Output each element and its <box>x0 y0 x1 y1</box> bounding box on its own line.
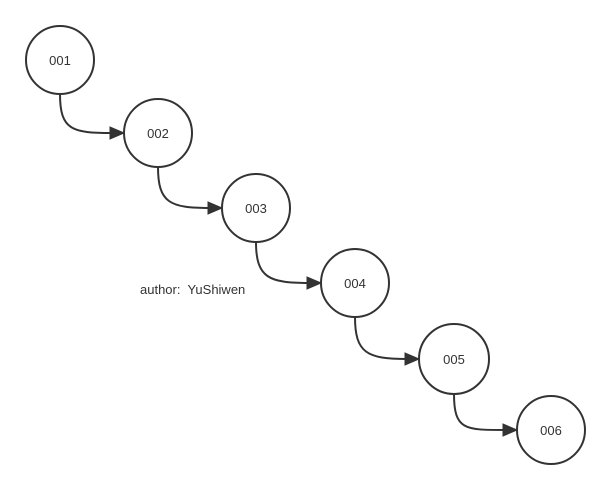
node-label: 001 <box>49 53 71 68</box>
node-label: 002 <box>147 126 169 141</box>
edge-line <box>255 241 310 284</box>
node-label: 003 <box>245 201 267 216</box>
node-label: 006 <box>540 423 562 438</box>
edge-002-to-003 <box>157 166 224 215</box>
edge-004-to-005 <box>354 316 421 366</box>
node-004: 004 <box>320 248 390 318</box>
node-005: 005 <box>418 323 490 395</box>
node-001: 001 <box>25 25 95 95</box>
edge-005-to-006 <box>453 393 519 437</box>
node-002: 002 <box>123 98 193 168</box>
nodes-layer: 001 002 003 004 005 006 <box>25 25 586 465</box>
arrowhead-icon <box>306 276 323 290</box>
arrowhead-icon <box>502 423 519 437</box>
edge-line <box>157 166 211 209</box>
edge-001-to-002 <box>59 93 126 140</box>
edge-line <box>453 393 506 431</box>
node-label: 004 <box>344 276 366 291</box>
node-006: 006 <box>516 395 586 465</box>
author-annotation: author: YuShiwen <box>140 282 246 297</box>
node-circle <box>320 248 390 318</box>
node-circle <box>418 323 490 395</box>
node-circle <box>221 173 291 243</box>
edge-line <box>354 316 408 360</box>
node-circle <box>516 395 586 465</box>
node-label: 005 <box>443 352 465 367</box>
node-003: 003 <box>221 173 291 243</box>
node-circle <box>123 98 193 168</box>
node-circle <box>25 25 95 95</box>
edge-003-to-004 <box>255 241 323 290</box>
arrowhead-icon <box>109 126 126 140</box>
edges-layer <box>59 93 519 437</box>
edge-line <box>59 93 113 134</box>
arrowhead-icon <box>207 201 224 215</box>
arrowhead-icon <box>404 352 421 366</box>
